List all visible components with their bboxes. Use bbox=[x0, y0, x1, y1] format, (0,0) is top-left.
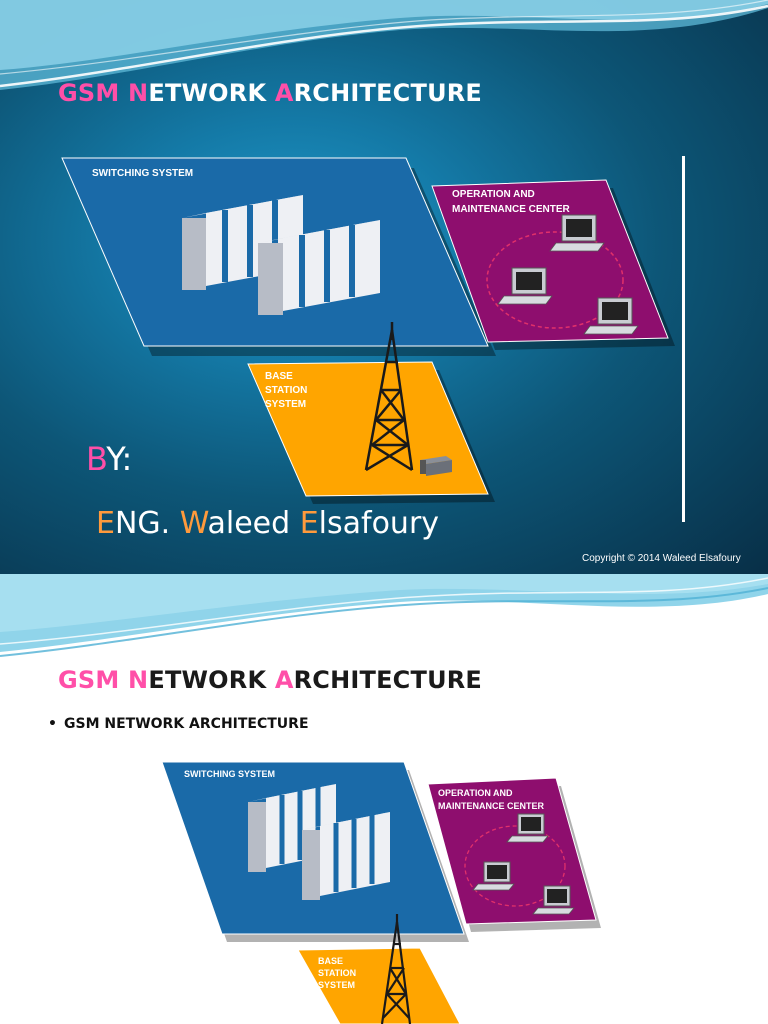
computer-icon bbox=[532, 885, 575, 915]
switch-cabinet-icon bbox=[258, 220, 380, 315]
bullet-item: •GSM NETWORK ARCHITECTURE bbox=[48, 716, 309, 732]
switching-system-label: SWITCHING SYSTEM bbox=[92, 168, 193, 179]
wave-decoration bbox=[0, 0, 768, 90]
bss-label-line1: BASE bbox=[318, 956, 343, 966]
bss-label-line2: STATION bbox=[318, 968, 356, 978]
base-station-box-icon bbox=[420, 456, 452, 476]
switching-system-label: SWITCHING SYSTEM bbox=[184, 769, 275, 779]
slide-title: GSM NETWORK ARCHITECTURE bbox=[58, 666, 483, 694]
vertical-divider bbox=[682, 156, 685, 522]
gsm-architecture-diagram: SWITCHING SYSTEM OPERATION AND MAINTENAN… bbox=[161, 761, 601, 1024]
computer-icon bbox=[583, 297, 639, 335]
bss-label-line2: STATION bbox=[265, 385, 307, 396]
bss-label-line3: SYSTEM bbox=[265, 399, 306, 410]
computer-icon bbox=[472, 861, 515, 891]
antenna-tower-icon bbox=[380, 914, 412, 1024]
slide-title: GSM NETWORK ARCHITECTURE bbox=[58, 79, 483, 107]
bullet-dot: • bbox=[48, 716, 57, 732]
om-label-line2: MAINTENANCE CENTER bbox=[452, 204, 571, 215]
om-label-line1: OPERATION AND bbox=[438, 788, 513, 798]
content-slide: GSM NETWORK ARCHITECTURE •GSM NETWORK AR… bbox=[0, 574, 768, 1024]
by-label: BY: bbox=[86, 440, 133, 478]
gsm-architecture-diagram: SWITCHING SYSTEM OPERATION AND MAINTENAN… bbox=[61, 157, 675, 504]
computer-icon bbox=[497, 267, 553, 305]
bss-label-line3: SYSTEM bbox=[318, 980, 355, 990]
antenna-tower-icon bbox=[364, 322, 414, 472]
om-label-line1: OPERATION AND bbox=[452, 189, 535, 200]
bss-label-line1: BASE bbox=[265, 371, 293, 382]
author-name: ENG. Waleed Elsafoury bbox=[96, 506, 440, 541]
base-station-panel bbox=[297, 947, 461, 1024]
copyright-text: Copyright © 2014 Waleed Elsafoury bbox=[582, 553, 741, 564]
switch-cabinet-icon bbox=[302, 812, 390, 900]
om-label-line2: MAINTENANCE CENTER bbox=[438, 801, 545, 811]
wave-decoration bbox=[0, 574, 768, 657]
computer-icon bbox=[549, 214, 605, 252]
computer-icon bbox=[506, 813, 549, 843]
title-slide: GSM NETWORK ARCHITECTURE SWITCHING SYSTE… bbox=[0, 0, 768, 574]
base-station-panel bbox=[247, 361, 489, 497]
